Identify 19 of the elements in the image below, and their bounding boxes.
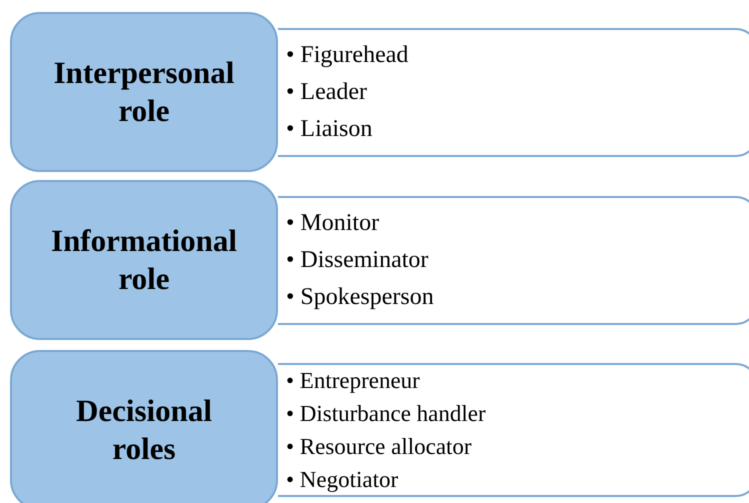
list-item: • Spokesperson [286, 283, 435, 312]
list-item: • Disseminator [286, 246, 430, 275]
list-item: • Disturbance handler [286, 400, 487, 428]
list-box [278, 363, 749, 497]
role-title: Decisional roles [74, 392, 214, 468]
list-item: • Monitor [286, 209, 380, 238]
list-box [278, 28, 749, 157]
list-box [278, 196, 749, 325]
list-item: • Figurehead [286, 41, 410, 70]
role-box [10, 180, 278, 340]
list-item: • Leader [286, 78, 368, 107]
role-box [10, 12, 278, 172]
list-item: • Entrepreneur [286, 367, 421, 395]
role-box [10, 350, 278, 503]
role-title: Informational role [50, 222, 238, 298]
list-item: • Liaison [286, 115, 374, 144]
list-item: • Negotiator [286, 466, 400, 494]
list-item: • Resource allocator [286, 433, 473, 461]
role-title: Interpersonal role [52, 54, 236, 130]
